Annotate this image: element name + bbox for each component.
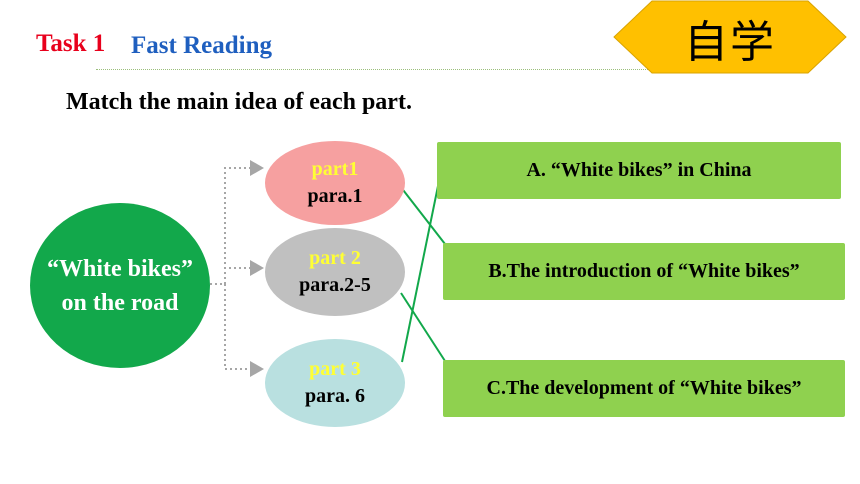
badge-text: 自学 — [684, 17, 776, 68]
main-idea-a-box: A. “White bikes” in China — [437, 142, 841, 199]
main-idea-b-text: B.The introduction of “White bikes” — [488, 260, 800, 282]
task-label: Task 1 — [36, 30, 106, 57]
part2-para: para.2-5 — [299, 274, 371, 296]
badge-hexagon-shape — [613, 0, 847, 74]
self-study-badge: 自学 — [612, 0, 848, 74]
part2-label: part 2 — [309, 247, 361, 269]
center-topic-node: “White bikes” on the road — [30, 203, 210, 368]
part1-para: para.1 — [307, 185, 363, 207]
title-divider — [96, 69, 656, 70]
main-idea-c-box: C.The development of “White bikes” — [443, 360, 845, 417]
part1-label: part1 — [311, 158, 359, 180]
instruction-text: Match the main idea of each part. — [66, 89, 412, 115]
part3-para: para. 6 — [305, 385, 365, 407]
part1-node: part1 para.1 — [265, 141, 405, 225]
main-idea-a-text: A. “White bikes” in China — [526, 159, 752, 181]
match-line-part3-to-a — [401, 185, 439, 363]
match-line-part2-to-c — [400, 292, 446, 362]
part3-node: part 3 para. 6 — [265, 339, 405, 427]
task-title: Fast Reading — [131, 32, 272, 59]
center-topic-text: “White bikes” on the road — [46, 255, 193, 316]
part3-label: part 3 — [309, 358, 361, 380]
part2-node: part 2 para.2-5 — [265, 228, 405, 316]
main-idea-b-box: B.The introduction of “White bikes” — [443, 243, 845, 300]
main-idea-c-text: C.The development of “White bikes” — [486, 377, 802, 399]
